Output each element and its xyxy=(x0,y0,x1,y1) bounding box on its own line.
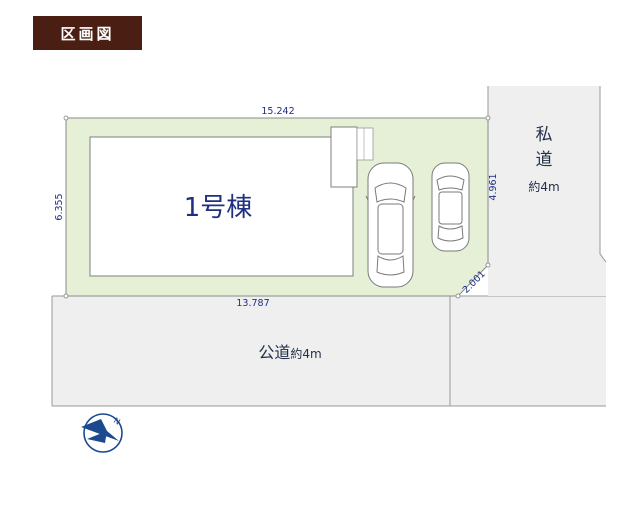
private-road-edge-right xyxy=(599,86,607,263)
public-road-area xyxy=(52,296,606,406)
dim-bottom: 13.787 xyxy=(236,298,269,309)
dim-top: 15.242 xyxy=(261,106,294,117)
north-arrow-icon: N xyxy=(81,413,123,453)
building-label: 1号棟 xyxy=(184,193,253,223)
private-road-label-1: 私 xyxy=(536,125,553,145)
dim-right: 4.961 xyxy=(488,173,499,200)
public-road-name: 公道 xyxy=(258,343,290,362)
lot-corner-markers xyxy=(63,115,491,299)
private-road-label-2: 道 xyxy=(536,150,553,170)
north-arrow-mark: N xyxy=(112,416,122,427)
parked-car-1 xyxy=(365,162,416,288)
header-title: 区画図 xyxy=(60,24,115,43)
private-road-width: 約4m xyxy=(528,179,559,194)
parked-car-2 xyxy=(431,162,470,252)
header-title-badge: 区画図 xyxy=(33,16,142,50)
public-road-label: 公道約4m xyxy=(258,343,321,362)
building-footprint xyxy=(89,136,354,277)
dim-left: 6.355 xyxy=(54,193,65,220)
entrance-porch xyxy=(330,126,358,188)
private-road-area xyxy=(488,86,606,296)
public-road-width: 約4m xyxy=(290,346,321,361)
entrance-step xyxy=(356,127,374,161)
